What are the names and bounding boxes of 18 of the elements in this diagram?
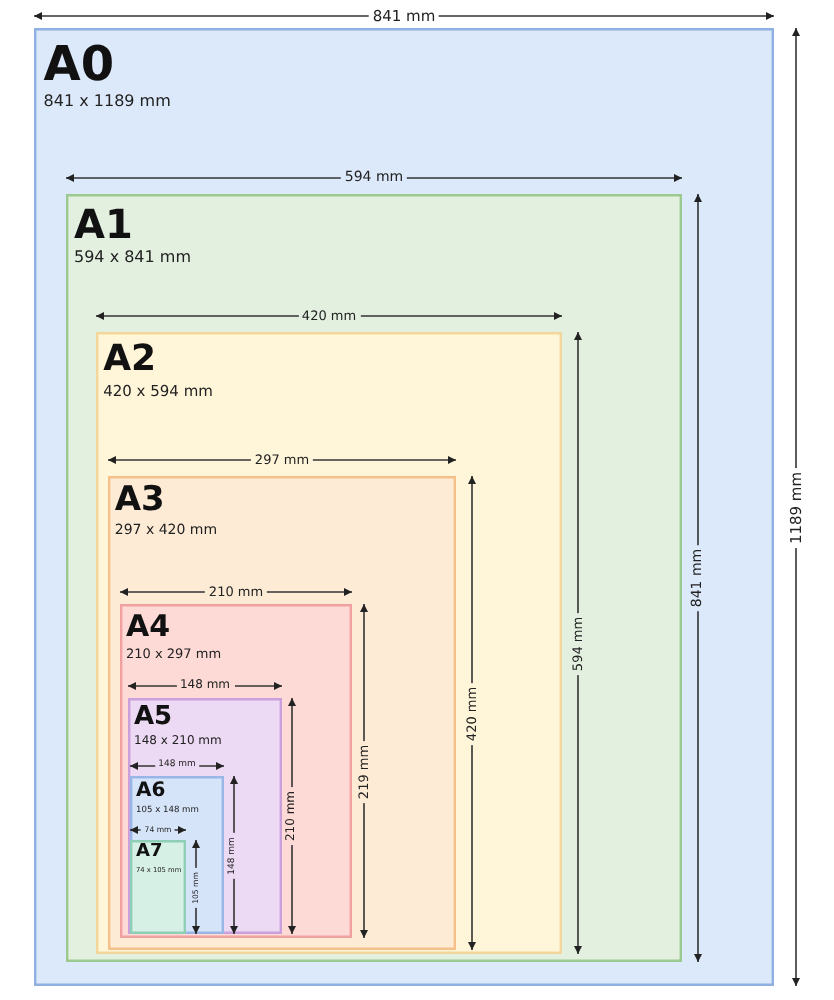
- size-name: A2: [103, 341, 157, 377]
- size-name: A0: [43, 40, 115, 88]
- size-dimensions: 594 x 841 mm: [74, 250, 191, 266]
- paper-sheet: [130, 840, 186, 934]
- paper-sheet: [130, 776, 224, 934]
- size-name: A6: [136, 781, 166, 801]
- paper-sheet: [96, 332, 562, 954]
- paper-sheet: [34, 28, 774, 986]
- size-name: A5: [134, 704, 173, 731]
- paper-sheet: [66, 194, 682, 962]
- size-name: A7: [136, 844, 163, 863]
- size-name: A4: [126, 611, 171, 642]
- paper-sheet: [108, 476, 456, 950]
- paper-sheet: [128, 698, 282, 934]
- size-name: A1: [74, 204, 133, 244]
- size-name: A3: [114, 484, 165, 519]
- size-dimensions: 841 x 1189 mm: [43, 94, 171, 110]
- paper-sheet: [120, 604, 352, 938]
